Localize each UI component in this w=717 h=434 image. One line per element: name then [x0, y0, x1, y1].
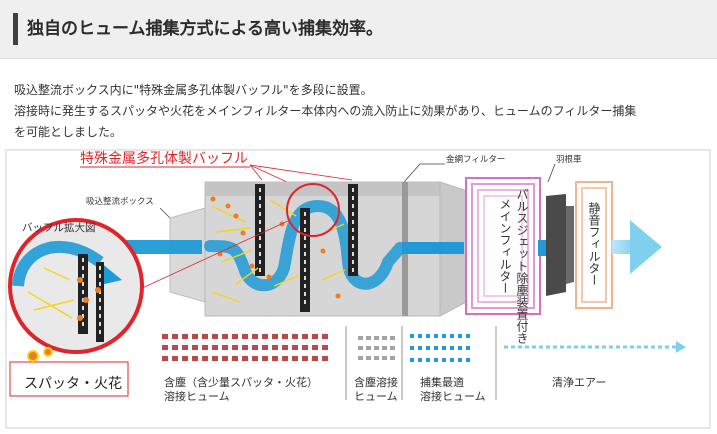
silencer-filter — [575, 181, 613, 309]
metal-filter-label: 金網フィルター — [446, 154, 505, 165]
sparks-legend — [9, 347, 129, 397]
legend-1-line-2: 溶接ヒューム — [164, 389, 230, 403]
page-title: 独自のヒューム捕集方式による高い捕集効率。 — [27, 19, 383, 39]
title-bar: 独自のヒューム捕集方式による高い捕集効率。 — [0, 0, 717, 59]
legend-arrows — [162, 334, 686, 362]
silencer-filter-label: 静音フィルター — [587, 202, 601, 286]
diagram-frame — [5, 149, 711, 429]
legend-4-line-1: 清浄エアー — [552, 375, 606, 389]
pulse-jet-label: パルスジェット除塵装置付き — [515, 188, 529, 344]
legend-3-line-2: 溶接ヒューム — [420, 389, 486, 403]
description-line-3: を可能としました。 — [14, 125, 123, 139]
metal-filter-leader — [403, 163, 445, 183]
description: 吸込整流ボックス内に"特殊金属多孔体製バッフル"を多段に設置。 溶接時に発生する… — [14, 80, 714, 143]
clean-air-arrowhead — [630, 220, 662, 274]
description-line-1: 吸込整流ボックス内に"特殊金属多孔体製バッフル"を多段に設置。 — [14, 83, 373, 97]
legend-2-line-1: 含塵溶接 — [354, 375, 398, 389]
fan-leader — [547, 163, 556, 183]
fan-label: 羽根車 — [556, 154, 582, 165]
baffle-highlight-circle — [286, 183, 340, 237]
baffle-closeup-label: バッフル拡大図 — [22, 221, 96, 234]
title-accent-bar — [13, 13, 18, 45]
closeup-connector — [137, 219, 291, 291]
description-line-2: 溶接時に発生するスパッタや火花をメインフィルター本体内への流入防止に効果があり、… — [14, 104, 637, 118]
main-filter — [465, 177, 541, 315]
fan-impeller — [546, 194, 566, 296]
spark-dots — [210, 196, 341, 299]
airflow-arrow — [120, 220, 662, 274]
baffle-leader-1 — [249, 164, 263, 181]
main-filter-label: メインフィルター — [498, 198, 512, 294]
sparks-label: スパッタ・火花 — [24, 376, 122, 392]
legend-3-line-1: 捕集最適 — [420, 375, 464, 389]
legend-1-line-1: 含塵（含少量スパッタ・火花） — [164, 375, 318, 389]
baffle-closeup — [8, 218, 144, 354]
legend-2-line-2: ヒューム — [354, 390, 398, 403]
serpentine-airflow — [204, 199, 406, 292]
baffle-leader-2 — [249, 164, 353, 181]
intake-box-leader — [159, 207, 171, 219]
baffle-plates — [255, 184, 358, 312]
intake-box-label: 吸込整流ボックス — [86, 196, 154, 207]
legend-separators — [345, 326, 497, 400]
baffle-title: 特殊金属多孔体製バッフル — [80, 150, 248, 167]
